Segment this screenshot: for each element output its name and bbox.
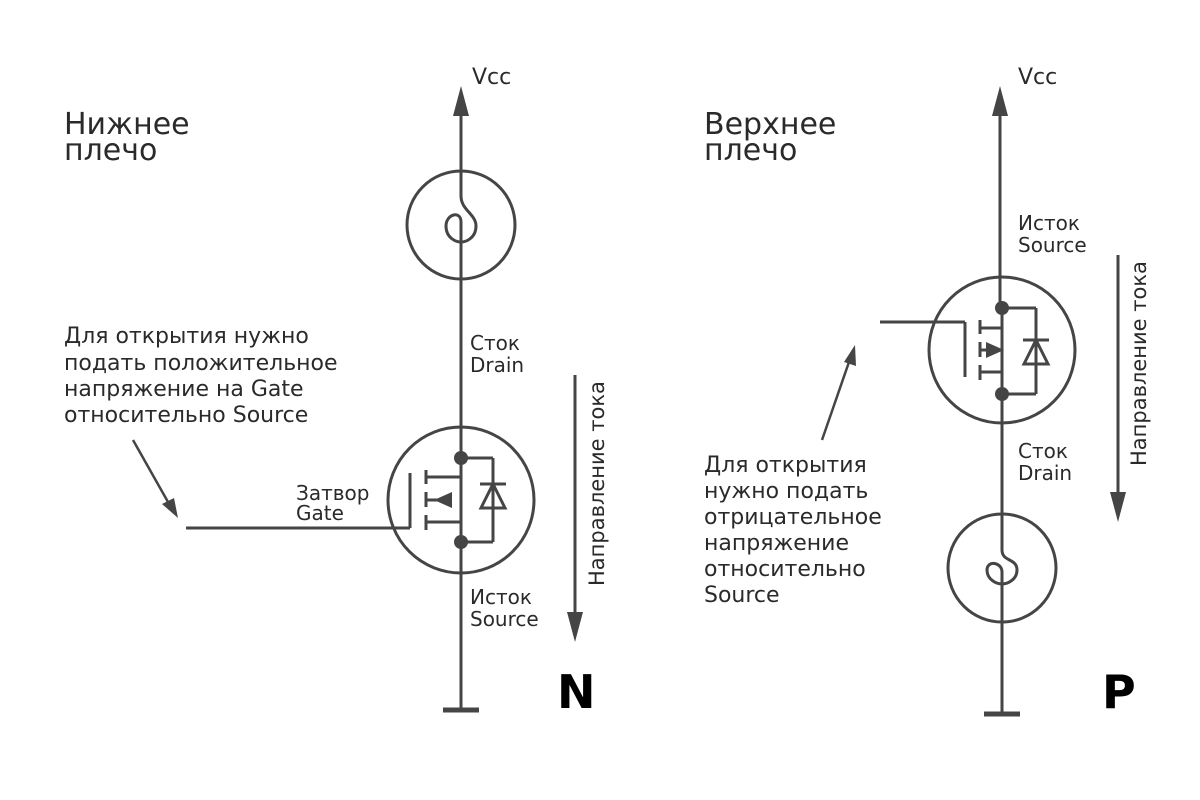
vcc-label: Vcc xyxy=(472,65,511,90)
note-line-1: Для открытия нужно xyxy=(64,324,309,349)
note-pointer-icon xyxy=(131,439,170,503)
high-side-labels: Верхнее плечо Vcc Исток Source Сток Drai… xyxy=(704,65,1151,719)
gate-label-ru: Затвор xyxy=(296,481,369,505)
note-line-3: напряжение на Gate xyxy=(64,377,304,402)
diode-icon xyxy=(461,456,508,544)
mosfet-icon-2 xyxy=(880,275,1077,425)
current-direction-label: Направление тока xyxy=(585,381,609,586)
gate-label-en: Gate xyxy=(296,501,344,525)
drain-label-ru-2: Сток xyxy=(1018,439,1068,463)
drain-label-en: Drain xyxy=(470,353,524,377)
lamp-icon xyxy=(405,169,517,281)
lamp-icon-2 xyxy=(946,512,1058,624)
source-label-ru: Исток xyxy=(470,585,532,609)
note-line-2: подать положительное xyxy=(64,351,338,376)
low-side-title: Нижнее xyxy=(64,107,190,142)
drain-label-en-2: Drain xyxy=(1018,461,1072,485)
note-2-line-6: Source xyxy=(704,583,780,608)
vcc-arrow-icon xyxy=(453,86,469,116)
vcc-label-2: Vcc xyxy=(1018,65,1057,90)
note-line-4: относительно Source xyxy=(64,403,308,428)
type-letter-p: P xyxy=(1102,665,1136,719)
note-2-line-3: отрицательное xyxy=(704,505,882,530)
type-letter-n: N xyxy=(557,665,596,719)
source-label-en-2: Source xyxy=(1018,233,1087,257)
drain-label-ru: Сток xyxy=(470,331,520,355)
high-side-circuit xyxy=(820,86,1126,717)
note-2-line-2: нужно подать xyxy=(704,479,868,504)
vcc-arrow-icon-2 xyxy=(992,86,1008,116)
source-label-ru-2: Исток xyxy=(1018,211,1080,235)
note-pointer-arrowhead-icon-2 xyxy=(844,345,856,366)
high-side-title: Верхнее xyxy=(704,107,836,142)
current-direction-label-2: Направление тока xyxy=(1127,261,1151,466)
note-pointer-arrowhead-icon xyxy=(162,498,178,518)
current-arrowhead-icon-2 xyxy=(1110,492,1126,522)
diode-icon-2 xyxy=(1002,306,1051,396)
low-side-circuit xyxy=(131,86,583,713)
low-side-title-2: плечо xyxy=(64,133,157,168)
low-side-labels: Нижнее плечо Vcc Сток Drain Затвор Gate … xyxy=(64,65,609,719)
current-arrowhead-icon xyxy=(567,612,583,642)
note-2-line-4: напряжение xyxy=(704,531,849,556)
note-pointer-icon-2 xyxy=(820,361,851,441)
note-2-line-5: относительно xyxy=(704,557,866,582)
note-2-line-1: Для открытия xyxy=(704,453,867,478)
high-side-title-2: плечо xyxy=(704,133,797,168)
source-label-en: Source xyxy=(470,607,539,631)
